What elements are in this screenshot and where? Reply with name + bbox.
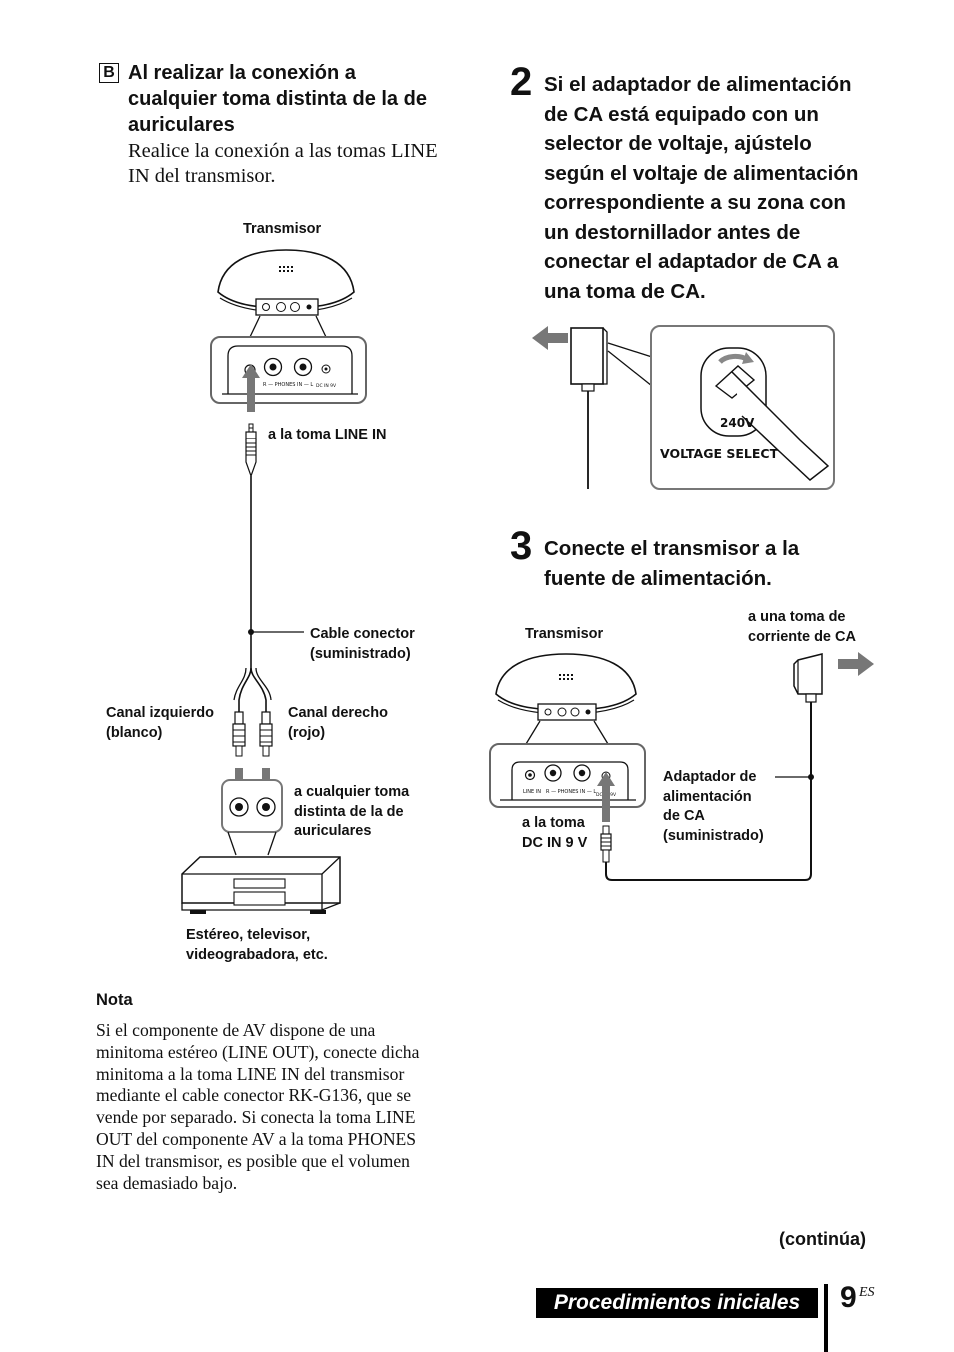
note-line: minitoma estéreo (LINE OUT), conecte dic… <box>96 1041 420 1062</box>
outlet-line: a una toma de <box>748 609 846 625</box>
cable-label: Cable conector (suministrado) <box>310 625 415 664</box>
jack-panel-zoom: LINE IN R — PHONES IN — L DC IN 9V <box>489 743 646 808</box>
arrow-right-icon <box>838 652 874 676</box>
section-footer-bar: Procedimientos iniciales <box>536 1288 818 1318</box>
note-line: IN del transmisor, es posible que el vol… <box>96 1150 410 1171</box>
transmitter-label: Transmisor <box>243 221 322 237</box>
right-channel-line: Canal derecho <box>288 705 388 721</box>
line-in-target-label: a la toma LINE IN <box>268 427 387 443</box>
note-body: Si el componente de AV dispone de una mi… <box>96 1020 476 1194</box>
step-3-number: 3 <box>510 524 533 568</box>
voltage-value: 240V <box>720 416 755 430</box>
note-title: Nota <box>96 991 133 1009</box>
av-device-illustration <box>181 856 341 914</box>
other-jack-label: a cualquier toma distinta de la de auric… <box>294 783 409 842</box>
other-jack-line: distinta de la de <box>294 803 404 820</box>
step-2-line: un destornillador antes de <box>544 220 801 244</box>
right-channel-label: Canal derecho (rojo) <box>288 704 388 743</box>
step-2-line: según el voltaje de alimentación <box>544 161 859 185</box>
adapter-line: alimentación <box>663 788 752 805</box>
note-line: Si el componente de AV dispone de una <box>96 1020 376 1040</box>
cable-label-line: Cable conector <box>310 626 415 642</box>
ac-adapter-illustration <box>793 653 823 716</box>
rca-plug-right <box>259 711 273 757</box>
step-2-line: una toma de CA. <box>544 279 706 303</box>
step-2-text: Si el adaptador de alimentación de CA es… <box>544 70 924 306</box>
adapter-label: Adaptador de alimentación de CA (suminis… <box>663 768 764 846</box>
voltage-select-label: VOLTAGE SELECT <box>660 446 779 461</box>
jack-panel-label: R — PHONES IN — L <box>546 789 596 795</box>
device-line: videograbadora, etc. <box>186 946 328 963</box>
adapter-line: Adaptador de <box>663 769 757 785</box>
line-in-label: LINE IN <box>523 789 541 795</box>
heading-line: cualquier toma distinta de la de <box>128 88 427 110</box>
adapter-line: de CA <box>663 808 705 824</box>
cable-label-line: (suministrado) <box>310 645 411 662</box>
device-label: Estéreo, televisor, videograbadora, etc. <box>186 926 328 965</box>
step-2-line: conectar el adaptador de CA a <box>544 250 839 273</box>
body-line: IN del transmisor. <box>128 165 276 187</box>
note-line: vende por separado. Si conecta la toma L… <box>96 1107 416 1128</box>
outlet-label: a una toma de corriente de CA <box>748 608 856 647</box>
section-b-badge: B <box>99 63 119 83</box>
note-line: OUT del componente AV a la toma PHONES <box>96 1128 417 1149</box>
transmitter-illustration <box>495 653 637 721</box>
heading-line: Al realizar la conexión a <box>128 62 356 84</box>
step-2-number: 2 <box>510 60 533 104</box>
other-jack-line: auriculares <box>294 823 372 839</box>
note-line: sea demasiado bajo. <box>96 1172 238 1193</box>
arrow-up-icon <box>242 364 260 412</box>
step-3-text: Conecte el transmisor a la fuente de ali… <box>544 534 924 593</box>
arrow-up-icon <box>597 772 615 822</box>
heading-line: auriculares <box>128 114 235 136</box>
other-jack-line: a cualquier toma <box>294 784 410 800</box>
language-tag: ES <box>859 1285 875 1300</box>
dc-plug-illustration <box>600 825 612 863</box>
left-channel-label: Canal izquierdo (blanco) <box>106 704 214 743</box>
jack-panel-label: R — PHONES IN — L <box>263 382 313 388</box>
footer-divider <box>824 1284 828 1352</box>
left-channel-line: (blanco) <box>106 724 163 741</box>
section-b-heading: Al realizar la conexión a cualquier toma… <box>128 60 478 138</box>
dc-in-label: DC IN 9V <box>316 383 337 389</box>
step-2-line: de CA está equipado con un <box>544 102 819 126</box>
adapter-line: (suministrado) <box>663 827 764 844</box>
continued-label: (continúa) <box>779 1229 866 1249</box>
page-number: 9 <box>840 1281 857 1314</box>
arrow-left-icon <box>532 326 568 350</box>
transmitter-label: Transmisor <box>525 626 604 642</box>
right-channel-line: (rojo) <box>288 724 326 741</box>
step-2-line: selector de voltaje, ajústelo <box>544 132 812 155</box>
transmitter-illustration <box>217 249 355 316</box>
step-2-line: correspondiente a su zona con <box>544 191 846 214</box>
step-3-line: fuente de alimentación. <box>544 566 772 590</box>
step-3-line: Conecte el transmisor a la <box>544 537 800 560</box>
device-line: Estéreo, televisor, <box>186 927 311 943</box>
dc-target-label: a la toma DC IN 9 V <box>522 814 587 853</box>
note-line: mediante el cable conector RK-G136, que … <box>96 1085 412 1106</box>
body-line: Realice la conexión a las tomas LINE <box>128 140 438 162</box>
step-2-line: Si el adaptador de alimentación <box>544 73 852 96</box>
dc-target-line: a la toma <box>522 815 585 831</box>
left-channel-line: Canal izquierdo <box>106 705 214 721</box>
section-b-body: Realice la conexión a las tomas LINE IN … <box>128 139 478 189</box>
ac-adapter-illustration <box>570 327 608 489</box>
output-jack-zoom <box>221 779 283 856</box>
dc-target-line: DC IN 9 V <box>522 834 588 851</box>
outlet-line: corriente de CA <box>748 628 856 645</box>
note-line: minitoma a la toma LINE IN del transmiso… <box>96 1063 405 1084</box>
rca-plug-left <box>232 711 246 757</box>
